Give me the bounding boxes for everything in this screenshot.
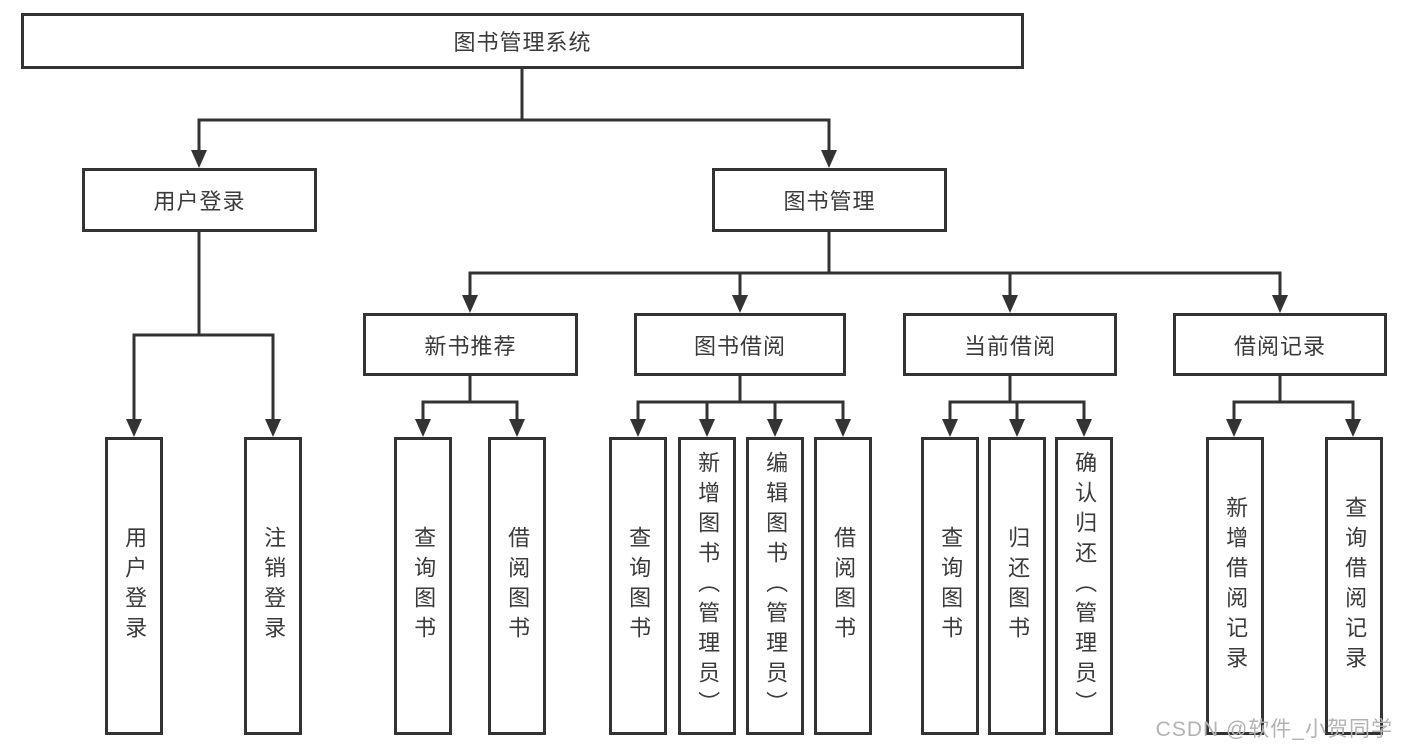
node-edit-book-admin: 编辑图书（管理员） bbox=[746, 437, 804, 735]
node-label: 新书推荐 bbox=[424, 333, 517, 359]
node-add-borrow-record: 新增借阅记录 bbox=[1206, 437, 1264, 735]
arrowhead-down-icon bbox=[630, 419, 646, 437]
node-query-books-recommend: 查询图书 bbox=[394, 437, 452, 735]
node-library-management-system: 图书管理系统 bbox=[21, 13, 1024, 69]
node-return-book: 归还图书 bbox=[988, 437, 1046, 735]
node-new-book-recommendation: 新书推荐 bbox=[363, 313, 578, 376]
node-borrow-books: 借阅图书 bbox=[814, 437, 872, 735]
arrowhead-down-icon bbox=[942, 419, 958, 437]
arrowhead-down-icon bbox=[1009, 419, 1025, 437]
node-label: 图书管理系统 bbox=[453, 30, 592, 55]
node-book-management: 图书管理 bbox=[712, 168, 947, 232]
arrowhead-down-icon bbox=[1226, 419, 1242, 437]
arrowhead-down-icon bbox=[835, 419, 851, 437]
node-label: 注销登录 bbox=[261, 526, 287, 646]
arrowhead-down-icon bbox=[767, 419, 783, 437]
arrowhead-down-icon bbox=[509, 419, 525, 437]
arrowhead-down-icon bbox=[1345, 419, 1361, 437]
node-query-books-current: 查询图书 bbox=[921, 437, 979, 735]
arrowhead-down-icon bbox=[191, 150, 207, 168]
node-label: 图书管理 bbox=[783, 189, 876, 214]
node-user-login: 用户登录 bbox=[105, 437, 163, 735]
node-label: 新增图书（管理员） bbox=[695, 451, 721, 721]
node-label: 用户登录 bbox=[122, 526, 148, 646]
arrowhead-down-icon bbox=[126, 419, 142, 437]
node-label: 归还图书 bbox=[1005, 526, 1031, 646]
arrowhead-down-icon bbox=[732, 295, 748, 313]
node-label: 用户登录 bbox=[153, 189, 246, 214]
node-label: 当前借阅 bbox=[963, 333, 1056, 359]
node-label: 查询图书 bbox=[938, 526, 964, 646]
node-label: 查询图书 bbox=[411, 526, 437, 646]
node-query-borrow-record: 查询借阅记录 bbox=[1325, 437, 1383, 735]
node-label: 确认归还（管理员） bbox=[1072, 451, 1098, 721]
node-borrow-books-recommend: 借阅图书 bbox=[488, 437, 546, 735]
node-label: 编辑图书（管理员） bbox=[763, 451, 789, 721]
arrowhead-down-icon bbox=[699, 419, 715, 437]
node-current-borrowing: 当前借阅 bbox=[903, 313, 1117, 376]
arrowhead-down-icon bbox=[1002, 295, 1018, 313]
node-logout: 注销登录 bbox=[244, 437, 302, 735]
node-label: 查询图书 bbox=[626, 526, 652, 646]
node-label: 借阅记录 bbox=[1233, 333, 1326, 359]
node-label: 借阅图书 bbox=[831, 526, 857, 646]
node-book-borrowing: 图书借阅 bbox=[634, 313, 846, 376]
arrowhead-down-icon bbox=[1076, 419, 1092, 437]
arrowhead-down-icon bbox=[1272, 295, 1288, 313]
arrowhead-down-icon bbox=[462, 295, 478, 313]
node-label: 借阅图书 bbox=[505, 526, 531, 646]
arrowhead-down-icon bbox=[415, 419, 431, 437]
arrowhead-down-icon bbox=[265, 419, 281, 437]
node-label: 查询借阅记录 bbox=[1342, 496, 1368, 676]
node-confirm-return-admin: 确认归还（管理员） bbox=[1055, 437, 1113, 735]
watermark: CSDN @软件_小贺同学 bbox=[1155, 718, 1393, 741]
node-query-books-borrow: 查询图书 bbox=[609, 437, 667, 735]
node-borrowing-records: 借阅记录 bbox=[1173, 313, 1387, 376]
node-add-book-admin: 新增图书（管理员） bbox=[678, 437, 736, 735]
node-label: 图书借阅 bbox=[693, 333, 786, 359]
node-user-login-branch: 用户登录 bbox=[82, 168, 317, 232]
node-label: 新增借阅记录 bbox=[1223, 496, 1249, 676]
arrowhead-down-icon bbox=[821, 150, 837, 168]
